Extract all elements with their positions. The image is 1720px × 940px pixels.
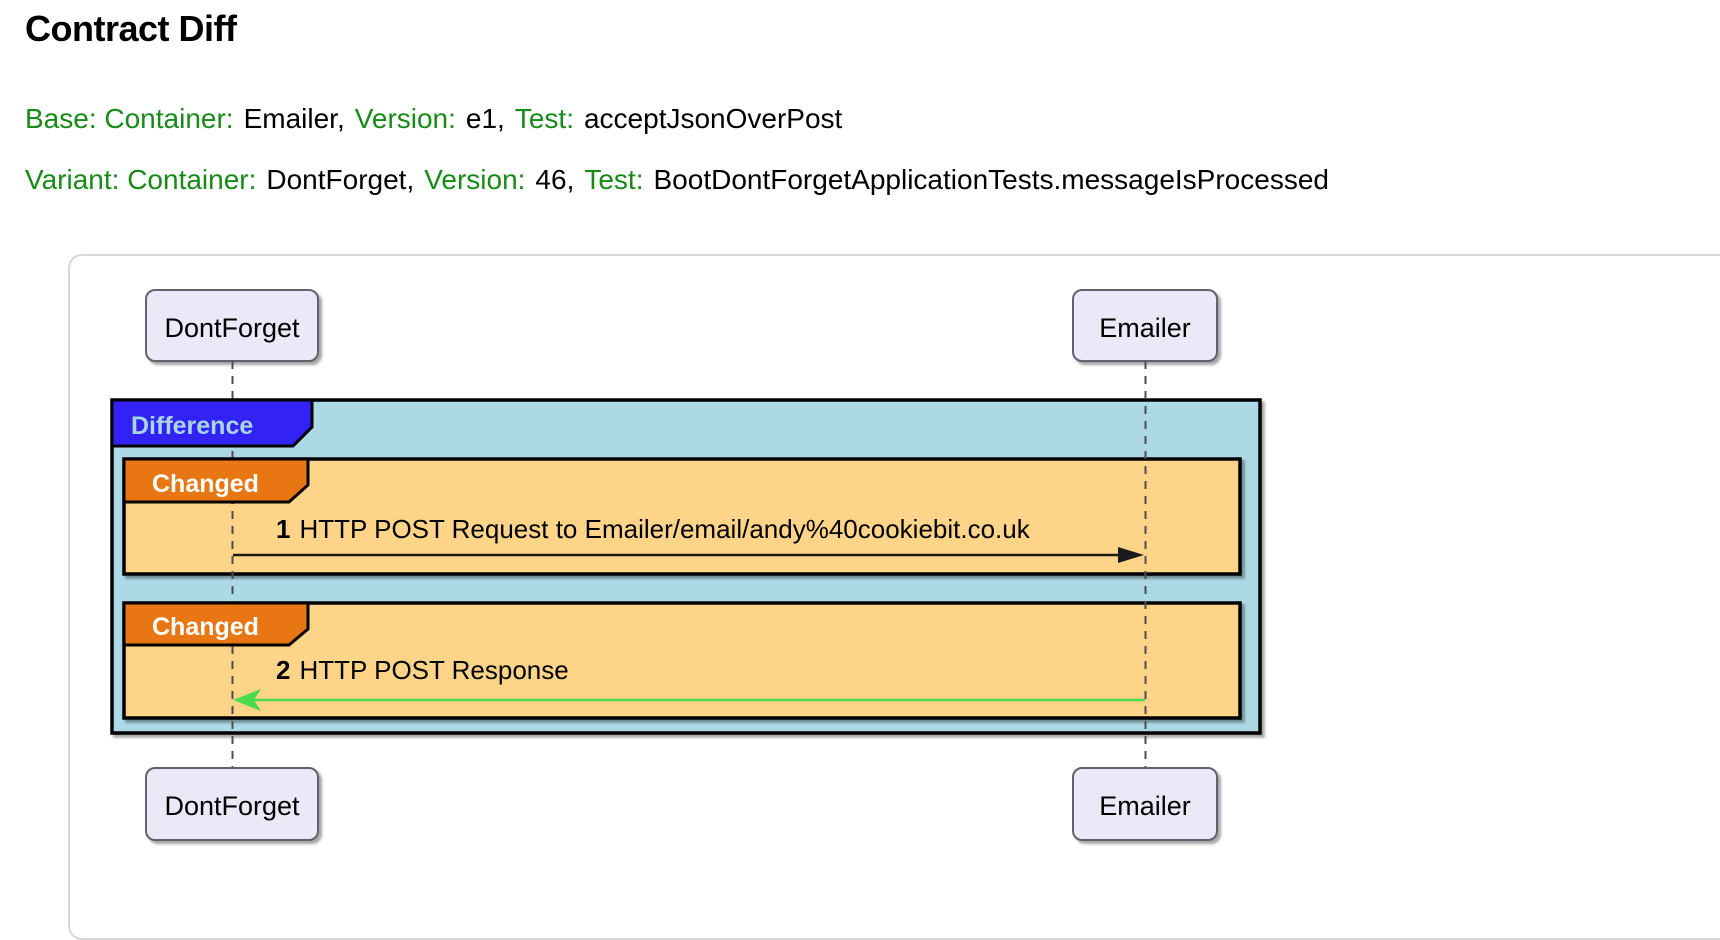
variant-info-line: Variant: Container: DontForget, Version: 46… (25, 164, 1339, 196)
variant-test-value: BootDontForgetApplicationTests.messageIs… (653, 164, 1329, 195)
changed-label-tab-2 (122, 601, 310, 647)
actor-bottom-left-label: DontForget (164, 791, 300, 821)
base-info-line: Base: Container: Emailer, Version: e1, Test:… (25, 103, 852, 135)
actor-top-left-label: DontForget (164, 313, 300, 343)
base-version-label: Version: (354, 103, 456, 134)
base-label: Base: Container: (25, 103, 234, 134)
sequence-diagram-svg: DontForget Emailer Difference Changed Ch… (110, 289, 1262, 841)
difference-label-tab (110, 398, 314, 448)
actor-bottom-left-box (145, 767, 319, 841)
actor-top-right-label: Emailer (1099, 313, 1191, 343)
actor-bottom-right-box (1072, 767, 1218, 841)
message-1-body: HTTP POST Request to Emailer/email/andy%… (299, 514, 1030, 544)
response-arrowhead-icon (233, 689, 261, 711)
variant-container-value: DontForget, (266, 164, 415, 195)
message-1-text: 1 HTTP POST Request to Emailer/email/andy… (276, 514, 1031, 544)
page-title: Contract Diff (25, 8, 237, 49)
message-2-text: 2 HTTP POST Response (276, 655, 569, 685)
difference-label-text: Difference (131, 412, 253, 440)
variant-version-value: 46, (535, 164, 575, 195)
base-test-value: acceptJsonOverPost (583, 103, 843, 134)
actor-bottom-right-label: Emailer (1099, 791, 1191, 821)
message-2-body: HTTP POST Response (299, 655, 568, 685)
message-2-number: 2 (276, 655, 290, 685)
variant-label: Variant: Container: (25, 164, 257, 195)
request-arrowhead-icon (1118, 547, 1144, 563)
variant-version-label: Version: (424, 164, 526, 195)
base-container-value: Emailer, (243, 103, 345, 134)
changed-label-text-1: Changed (152, 470, 259, 498)
base-test-label: Test: (514, 103, 574, 134)
variant-test-label: Test: (584, 164, 644, 195)
changed-label-text-2: Changed (152, 613, 259, 641)
changed-label-tab-1 (122, 457, 310, 504)
base-version-value: e1, (465, 103, 505, 134)
message-1-number: 1 (276, 514, 290, 544)
